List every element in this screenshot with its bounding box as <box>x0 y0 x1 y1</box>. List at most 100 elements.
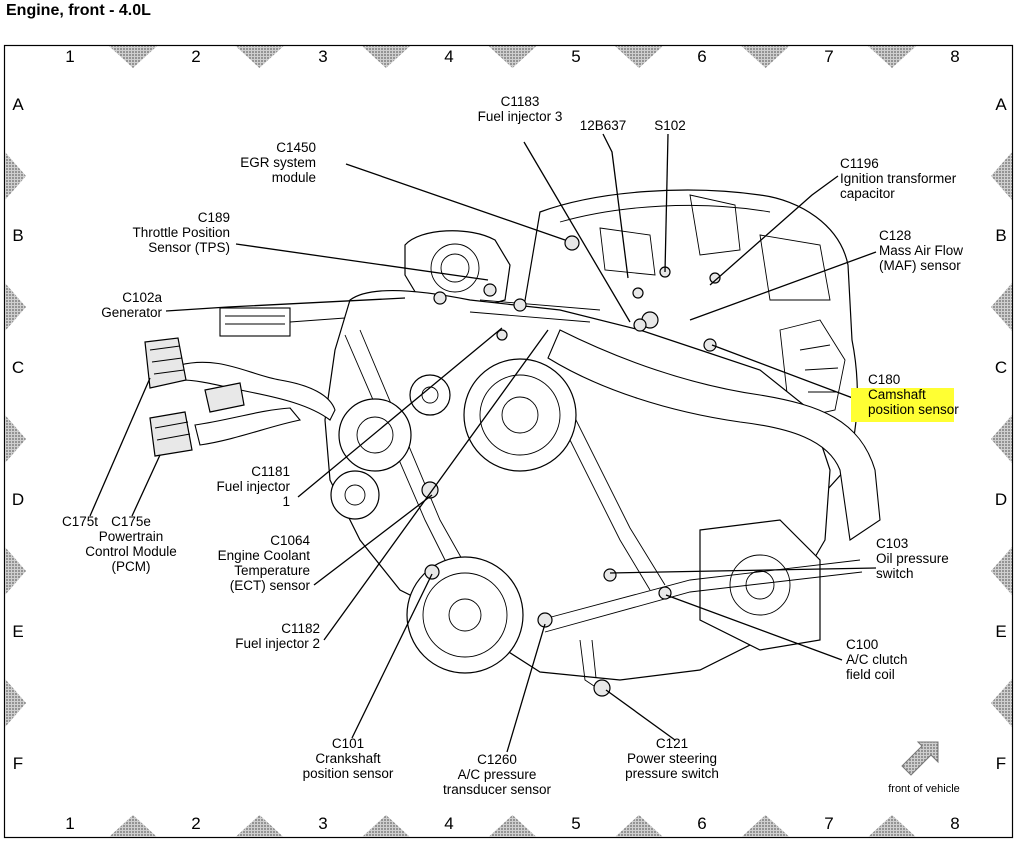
column-label-top: 8 <box>950 47 959 66</box>
column-label-top: 2 <box>191 47 200 66</box>
callout-line: position sensor <box>303 766 394 781</box>
callout-line: Mass Air Flow <box>879 243 963 258</box>
callout-line: Engine Coolant <box>218 548 311 563</box>
grid-triangle-bottom <box>741 815 790 837</box>
grid-triangles <box>5 46 1012 837</box>
callout-line: pressure switch <box>625 766 719 781</box>
callout-line: C175e <box>111 514 151 529</box>
callout-line: 1 <box>282 494 290 509</box>
callout-line: C1450 <box>276 140 316 155</box>
callout-line: Power steering <box>627 751 717 766</box>
callout-line: C189 <box>198 210 230 225</box>
leader-s102 <box>664 133 669 273</box>
callout-line: EGR system <box>240 155 316 170</box>
callout-line: S102 <box>654 118 686 133</box>
grid-triangle-bottom <box>868 815 916 837</box>
callout-line: C175t <box>62 514 98 529</box>
grid-triangle-right <box>991 679 1012 727</box>
leader-c175e <box>131 454 161 517</box>
row-label-right: B <box>995 226 1006 245</box>
leader-c101 <box>351 573 433 739</box>
grid-triangle-bottom <box>362 815 410 837</box>
grid-triangle-top <box>488 46 537 68</box>
leader-c102a <box>165 297 406 312</box>
page-title: Engine, front - 4.0L <box>6 2 151 19</box>
callout-line: C101 <box>332 736 364 751</box>
leader-c189 <box>235 243 489 281</box>
engine-illustration <box>144 189 881 697</box>
grid-triangle-left <box>5 283 26 331</box>
column-label-bottom: 7 <box>824 814 833 833</box>
callout-line: C1196 <box>840 156 879 171</box>
column-label-bottom: 2 <box>191 814 200 833</box>
callout-line: module <box>272 170 316 185</box>
callout-line: Crankshaft <box>315 751 381 766</box>
callout-line: 12B637 <box>580 118 627 133</box>
callout-line: A/C clutch <box>846 652 908 667</box>
column-label-top: 3 <box>318 47 327 66</box>
grid-triangle-bottom <box>235 815 284 837</box>
row-label-right: F <box>996 754 1006 773</box>
callout-line: Sensor (TPS) <box>148 240 230 255</box>
grid-triangle-top <box>615 46 663 68</box>
row-label-right: C <box>995 358 1007 377</box>
leader-c103 <box>609 567 877 574</box>
callout-line: Oil pressure <box>876 551 949 566</box>
callout-line: C1260 <box>477 752 517 767</box>
callout-line: (PCM) <box>112 559 151 574</box>
grid-triangle-right <box>991 415 1012 463</box>
grid-triangle-left <box>5 679 26 727</box>
leader-12b637 <box>602 133 629 279</box>
callout-line: C1181 <box>251 464 290 479</box>
callout-line: C1183 <box>501 94 540 109</box>
leader-c128 <box>689 251 877 321</box>
callout-line: Throttle Position <box>132 225 230 240</box>
callout-line: C102a <box>122 290 162 305</box>
callout-line: Ignition transformer <box>840 171 957 186</box>
callout-line: (ECT) sensor <box>230 578 311 593</box>
callout-line: switch <box>876 566 914 581</box>
row-label-right: E <box>995 622 1006 641</box>
grid-triangle-left <box>5 152 26 200</box>
callout-s102: S102 <box>654 118 686 133</box>
callout-line: Camshaft <box>868 387 926 402</box>
callout-line: C1064 <box>270 533 310 548</box>
grid-triangle-right <box>991 152 1012 200</box>
grid-triangle-right <box>991 547 1012 595</box>
grid-triangle-left <box>5 547 26 595</box>
callout-line: Fuel injector 2 <box>235 636 320 651</box>
column-label-bottom: 6 <box>697 814 706 833</box>
callout-line: Fuel injector 3 <box>478 109 563 124</box>
leader-c1064 <box>313 494 433 586</box>
grid-triangle-top <box>362 46 410 68</box>
column-label-bottom: 1 <box>65 814 74 833</box>
callout-line: A/C pressure <box>458 767 537 782</box>
callout-c175t: C175t <box>62 514 98 529</box>
front-of-vehicle-arrow-icon <box>901 741 939 776</box>
callout-highlight-c180 <box>851 388 954 422</box>
row-label-left: B <box>12 226 23 245</box>
grid-triangle-left <box>5 415 26 463</box>
callout-line: Fuel injector <box>216 479 290 494</box>
column-label-bottom: 4 <box>444 814 453 833</box>
row-label-right: A <box>995 95 1007 114</box>
leader-c1196 <box>709 175 839 286</box>
leader-c1181 <box>297 327 503 498</box>
column-label-top: 7 <box>824 47 833 66</box>
diagram-frame <box>3 44 1014 839</box>
callout-line: (MAF) sensor <box>879 258 961 273</box>
callout-line: C1182 <box>281 621 320 636</box>
